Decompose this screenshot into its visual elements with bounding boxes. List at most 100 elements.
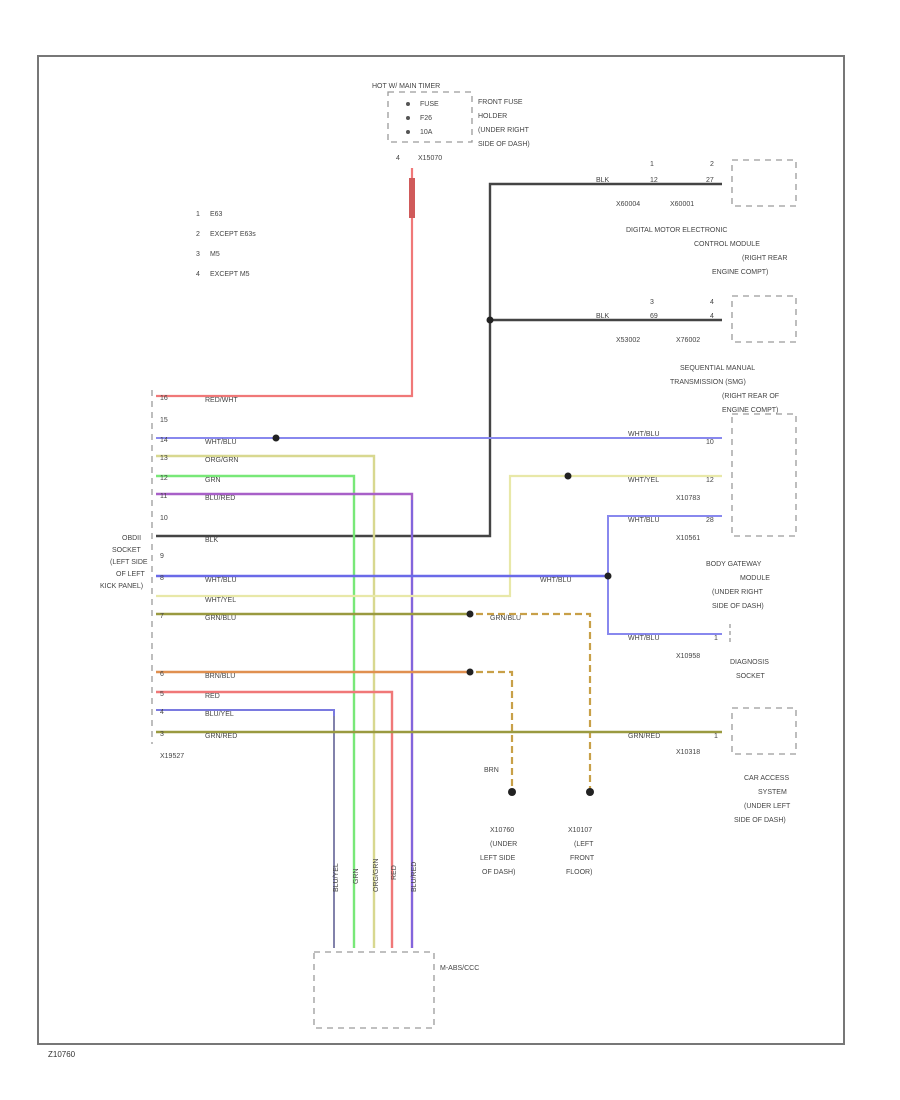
- ground-2-label-3: FRONT: [570, 855, 595, 862]
- smg-pin2: 4: [710, 299, 714, 306]
- bottom-module-box: [313, 951, 435, 1029]
- ground-1-label-1: X10760: [490, 827, 514, 834]
- wire-label-wht-blu-b: WHT/BLU: [205, 577, 237, 584]
- obd-label-1: OBDII: [122, 535, 141, 542]
- diagram-frame: [37, 55, 845, 1045]
- cas-label-4: SIDE OF DASH): [734, 817, 786, 824]
- obd-pin-15: 15: [160, 417, 168, 424]
- ground-1-point: [508, 788, 516, 796]
- fuse-location-1: FRONT FUSE: [478, 99, 523, 106]
- option-legend: 1 E63 2 EXCEPT E63s 3 M5 4 EXCEPT M5: [196, 211, 256, 278]
- wire-label-red: RED: [205, 693, 220, 700]
- obd-pin-8: 8: [160, 575, 164, 582]
- obd-pin-11: 11: [160, 493, 167, 500]
- wire-label-brn-blu: BRN/BLU: [205, 673, 235, 680]
- smg-pin1: 3: [650, 299, 654, 306]
- wire-label-wht-yel: WHT/YEL: [205, 597, 236, 604]
- smg-box: [731, 295, 797, 343]
- fuse-line-1: FUSE: [420, 101, 439, 108]
- dme-label-2: CONTROL MODULE: [694, 241, 760, 248]
- gateway-label-3: (UNDER RIGHT: [712, 589, 764, 596]
- cas-pin: 1: [714, 733, 718, 740]
- splice-wht-blu-a: [272, 434, 280, 442]
- cas-connector: X10318: [676, 749, 700, 756]
- obd-pin-7: 7: [160, 613, 164, 620]
- obd-label-2: SOCKET: [112, 547, 142, 554]
- cas-label-1: CAR ACCESS: [744, 775, 789, 782]
- fuse-location-4: SIDE OF DASH): [478, 141, 530, 148]
- obd-label-3: (LEFT SIDE: [110, 559, 148, 566]
- legend-text-4: EXCEPT M5: [210, 271, 250, 278]
- mod-wire-blu-yel: BLU/YEL: [333, 863, 340, 892]
- legend-num-4: 4: [196, 271, 200, 278]
- gateway-pin-10: 10: [706, 439, 714, 446]
- gateway-box: [731, 413, 797, 537]
- obd-pin-5: 5: [160, 691, 164, 698]
- smg-label-3: (RIGHT REAR OF: [722, 393, 779, 400]
- legend-num-1: 1: [196, 211, 200, 218]
- smg-pin-a: 69: [650, 313, 658, 320]
- legend-text-3: M5: [210, 251, 220, 258]
- wire-label-grn: GRN: [205, 477, 221, 484]
- fuse-location-3: (UNDER RIGHT: [478, 127, 530, 134]
- diag-connector: X10958: [676, 653, 700, 660]
- obd-pin-6: 6: [160, 671, 164, 678]
- smg-label-2: TRANSMISSION (SMG): [670, 379, 746, 386]
- mod-wire-org-grn: ORG/GRN: [373, 859, 380, 892]
- dme-wire: BLK: [596, 177, 610, 184]
- obd-connector: X19527: [160, 753, 184, 760]
- cas-label-3: (UNDER LEFT: [744, 803, 791, 810]
- gateway-pin-12: 12: [706, 477, 714, 484]
- smg-wire: BLK: [596, 313, 610, 320]
- smg-conn2: X76002: [676, 337, 700, 344]
- splice-grn-blu: [466, 610, 474, 618]
- obd-label-4: OF LEFT: [116, 571, 146, 578]
- wire-power-red-wht: [156, 168, 414, 398]
- legend-num-3: 3: [196, 251, 200, 258]
- cas-label-2: SYSTEM: [758, 789, 787, 796]
- wire-grn-blu-dashed: [476, 612, 592, 790]
- smg-label-1: SEQUENTIAL MANUAL: [680, 365, 755, 372]
- obd-pins: 16 15 14 13 12 11 10 9 8 7 6 5 4 3: [160, 395, 168, 738]
- ground-1-label-3: LEFT SIDE: [480, 855, 516, 862]
- splice-wht-blu-b: [604, 572, 612, 580]
- fuse-header: HOT W/ MAIN TIMER: [372, 83, 440, 90]
- wire-label-org-grn: ORG/GRN: [205, 457, 238, 464]
- ground-1-label-2: (UNDER: [490, 841, 517, 848]
- wire-label-grn-blu: GRN/BLU: [205, 615, 236, 622]
- obd-pin-3: 3: [160, 731, 164, 738]
- dme-box: [731, 159, 797, 207]
- wire-org-grn: [156, 454, 376, 948]
- cas-box: [731, 707, 797, 755]
- wire-label-wht-blu-c: WHT/BLU: [628, 431, 660, 438]
- diag-label-2: SOCKET: [736, 673, 766, 680]
- fuse-terminal-2: [406, 116, 410, 120]
- gateway-label-2: MODULE: [740, 575, 770, 582]
- dme-conn2: X60001: [670, 201, 694, 208]
- wire-label-blk: BLK: [205, 537, 219, 544]
- fuse-location-2: HOLDER: [478, 113, 507, 120]
- wire-brn-dashed: [476, 670, 514, 790]
- fuse-holder-box: [387, 91, 473, 143]
- mod-wire-grn: GRN: [353, 868, 360, 884]
- ground-2-label-4: FLOOR): [566, 869, 592, 876]
- wire-red: [156, 690, 394, 948]
- wire-label-grn-red-r: GRN/RED: [628, 733, 660, 740]
- fuse-pin: 4: [396, 155, 400, 162]
- fuse-terminal-3: [406, 130, 410, 134]
- fuse-line-2: F26: [420, 115, 432, 122]
- legend-text-2: EXCEPT E63s: [210, 231, 256, 238]
- legend-text-1: E63: [210, 211, 223, 218]
- power-wire-marker: [409, 178, 415, 218]
- wire-label-grn-blu-r: GRN/BLU: [490, 615, 521, 622]
- ground-2-label-2: (LEFT: [574, 841, 594, 848]
- wire-label-wht-blu-d: WHT/BLU: [540, 577, 572, 584]
- wire-label-wht-blu-e: WHT/BLU: [628, 517, 660, 524]
- wire-grn: [156, 474, 356, 948]
- dme-pin-a: 12: [650, 177, 658, 184]
- splice-wht-yel: [564, 472, 572, 480]
- gateway-conn1: X10783: [676, 495, 700, 502]
- dme-pin-b: 27: [706, 177, 714, 184]
- obd-label-5: KICK PANEL): [100, 583, 143, 590]
